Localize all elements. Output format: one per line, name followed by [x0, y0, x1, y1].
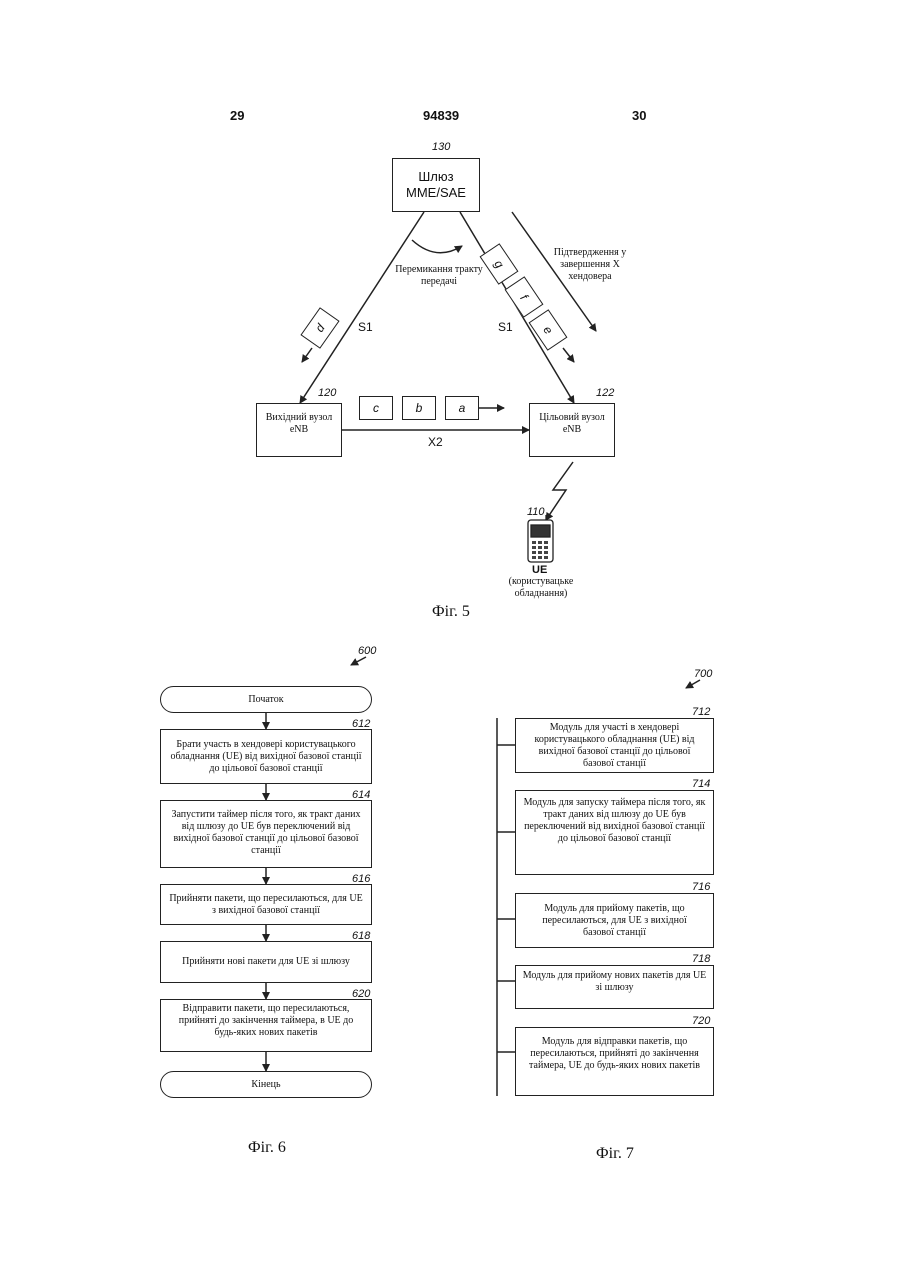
handover-ack-line2: завершення Х	[548, 259, 632, 271]
step-620-box: Відправити пакети, що пересилаються, при…	[160, 999, 372, 1052]
packet-c: c	[359, 396, 393, 420]
module-716-ref: 716	[692, 881, 710, 893]
gateway-label-line2: MME/SAE	[406, 185, 466, 201]
target-enb-ref: 122	[596, 387, 614, 399]
handover-ack-line3: хендовера	[548, 271, 632, 283]
ue-description: (користувацьке обладнання)	[495, 576, 587, 600]
flow-end: Кінець	[160, 1071, 372, 1098]
module-716-box: Модуль для прийому пакетів, що пересилаю…	[515, 893, 714, 948]
radio-link-icon	[546, 462, 573, 520]
handover-ack-label: Підтвердження у завершення Х хендовера	[548, 247, 632, 283]
module-712-ref: 712	[692, 706, 710, 718]
path-switch-line1: Перемикання тракту	[386, 264, 492, 276]
flow-start: Початок	[160, 686, 372, 713]
fig7-caption: Фіг. 7	[596, 1145, 634, 1163]
module-714-ref: 714	[692, 778, 710, 790]
ue-desc-line1: (користувацьке	[495, 576, 587, 588]
step-612-box: Брати участь в хендовері користувацького…	[160, 729, 372, 784]
packet-b: b	[402, 396, 436, 420]
fig6-caption: Фіг. 6	[248, 1139, 286, 1157]
path-switch-arrow	[412, 240, 462, 253]
module-720-box: Модуль для відправки пакетів, що пересил…	[515, 1027, 714, 1096]
path-switch-line2: передачі	[386, 276, 492, 288]
handover-ack-line1: Підтвердження у	[548, 247, 632, 259]
step-616-box: Прийняти пакети, що пересилаються, для U…	[160, 884, 372, 925]
gateway-ref: 130	[432, 141, 450, 153]
module-718-ref: 718	[692, 953, 710, 965]
gateway-label-line1: Шлюз	[418, 169, 453, 185]
fig7-ref: 700	[694, 668, 712, 680]
source-enb-line1: Вихідний вузол	[257, 412, 341, 424]
module-720-ref: 720	[692, 1015, 710, 1027]
s1-right-label: S1	[498, 320, 513, 334]
source-enb-line2: eNB	[257, 424, 341, 436]
target-enb-label: Цільовий вузол eNB	[530, 412, 614, 436]
fig6-ref: 600	[358, 645, 376, 657]
ue-ref: 110	[527, 506, 545, 518]
s1-left-label: S1	[358, 320, 373, 334]
packet-a: a	[445, 396, 479, 420]
ue-phone-icon	[528, 515, 553, 562]
source-enb-ref: 120	[318, 387, 336, 399]
ue-desc-line2: обладнання)	[495, 588, 587, 600]
module-714-box: Модуль для запуску таймера після того, я…	[515, 790, 714, 875]
step-614-box: Запустити таймер після того, як тракт да…	[160, 800, 372, 868]
target-enb-box: Цільовий вузол eNB	[529, 403, 615, 457]
module-712-box: Модуль для участі в хендовері користувац…	[515, 718, 714, 773]
gateway-box: Шлюз MME/SAE	[392, 158, 480, 212]
x2-label: X2	[428, 435, 443, 449]
packet-d-arrow	[302, 348, 312, 362]
module-718-box: Модуль для прийому нових пакетів для UE …	[515, 965, 714, 1009]
fig5-caption: Фіг. 5	[432, 603, 470, 621]
ue-label: UE	[532, 564, 547, 576]
step-618-box: Прийняти нові пакети для UE зі шлюзу	[160, 941, 372, 983]
packet-e-arrow	[563, 348, 574, 362]
path-switch-label: Перемикання тракту передачі	[386, 264, 492, 288]
source-enb-box: Вихідний вузол eNB	[256, 403, 342, 457]
